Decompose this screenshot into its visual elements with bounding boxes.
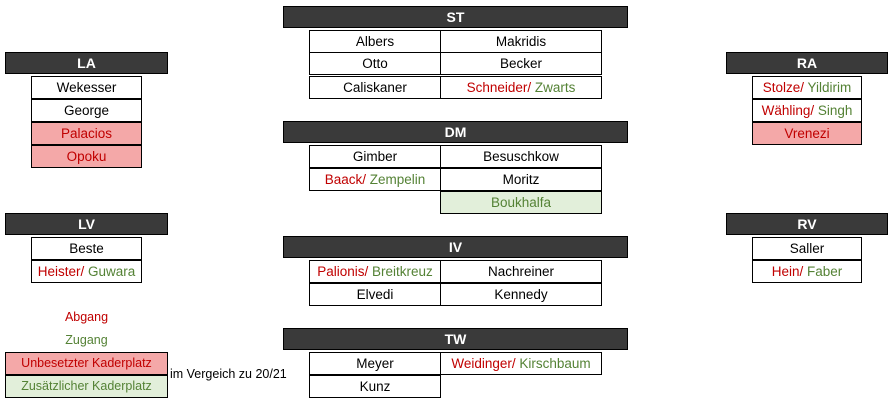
player-cell: Becker (440, 52, 602, 75)
player-cell-vacant: Opoku (31, 145, 142, 168)
legend-comparison-note: im Vergeich zu 20/21 (170, 367, 287, 381)
player-cell: Saller (752, 237, 862, 260)
player-cell: Elvedi (309, 283, 441, 306)
player-cell-change: Stolze/ Yildirim (752, 76, 862, 99)
departure-name: Palionis/ (317, 264, 369, 279)
legend-zusaetzlich: Zusätzlicher Kaderplatz (5, 375, 168, 398)
player-cell: Moritz (440, 168, 602, 191)
player-cell-change: Baack/ Zempelin (309, 168, 441, 191)
arrival-name: Faber (803, 264, 843, 279)
arrival-name: Zwarts (531, 80, 576, 95)
player-cell: George (31, 99, 142, 122)
player-cell: Besuschkow (440, 145, 602, 168)
player-cell-change: Palionis/ Breitkreuz (309, 260, 441, 283)
player-cell: Kennedy (440, 283, 602, 306)
arrival-name: Breitkreuz (368, 264, 433, 279)
departure-name: Hein/ (771, 264, 804, 279)
player-cell: Otto (309, 52, 441, 75)
departure-name: Baack/ (324, 172, 366, 187)
arrival-name: Kirschbaum (515, 356, 591, 371)
position-header-rv: RV (726, 213, 888, 235)
player-cell: Nachreiner (440, 260, 602, 283)
player-cell: Gimber (309, 145, 441, 168)
legend-unbesetzt: Unbesetzter Kaderplatz (5, 352, 168, 375)
position-header-dm: DM (283, 121, 628, 143)
player-cell-change: Wähling/ Singh (752, 99, 862, 122)
legend-zugang: Zugang (65, 333, 108, 347)
departure-name: Weidinger/ (451, 356, 516, 371)
player-cell-vacant: Palacios (31, 122, 142, 145)
arrival-name: Yildirim (804, 80, 852, 95)
player-cell: Makridis (440, 30, 602, 53)
departure-name: Heister/ (37, 264, 85, 279)
player-cell-change: Weidinger/ Kirschbaum (440, 352, 602, 375)
arrival-name: Singh (814, 103, 853, 118)
departure-name: Stolze/ (762, 80, 804, 95)
player-cell-change: Heister/ Guwara (31, 260, 142, 283)
position-header-lv: LV (5, 213, 168, 235)
player-cell-vacant: Vrenezi (752, 122, 862, 145)
player-cell: Albers (309, 30, 441, 53)
position-header-ra: RA (726, 52, 888, 74)
arrival-name: Zempelin (366, 172, 426, 187)
departure-name: Schneider/ (466, 80, 532, 95)
player-cell: Kunz (309, 375, 441, 398)
player-cell: Wekesser (31, 76, 142, 99)
position-header-tw: TW (283, 328, 628, 350)
player-cell: Beste (31, 237, 142, 260)
position-header-iv: IV (283, 236, 628, 258)
arrival-name: Guwara (84, 264, 136, 279)
player-cell-change: Hein/ Faber (752, 260, 862, 283)
player-cell-change: Schneider/ Zwarts (440, 76, 602, 99)
position-header-st: ST (283, 6, 628, 28)
player-cell: Caliskaner (309, 76, 441, 99)
player-cell: Meyer (309, 352, 441, 375)
position-header-la: LA (5, 52, 168, 74)
legend-abgang: Abgang (64, 310, 109, 324)
player-cell-additional: Boukhalfa (440, 191, 602, 214)
departure-name: Wähling/ (761, 103, 815, 118)
